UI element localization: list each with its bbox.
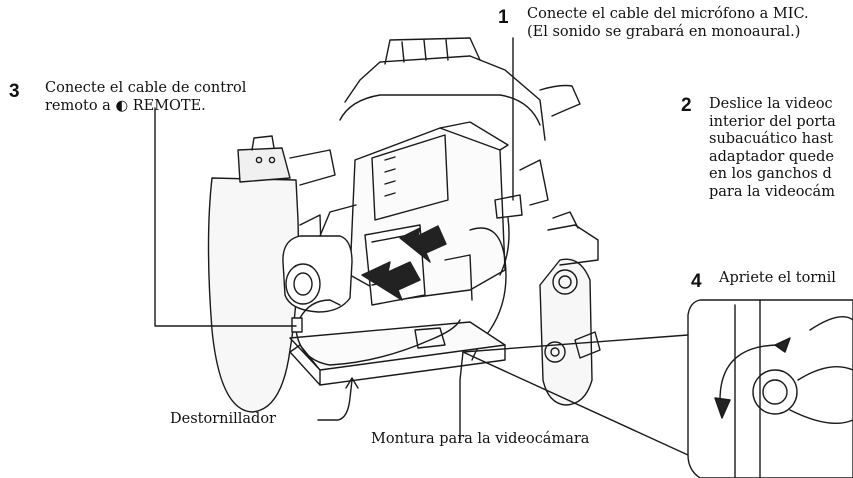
- remote-control-symbol-icon: ◐: [115, 98, 128, 114]
- step-2-number: 2: [681, 96, 692, 116]
- step-2-line-6: para la videocám: [709, 184, 836, 202]
- step-2-line-3: subacuático hast: [709, 131, 836, 149]
- step-3-line-1: Conecte el cable de control: [45, 80, 246, 98]
- step-1-line-2: (El sonido se grabará en monoaural.): [527, 24, 809, 42]
- step-3-text: Conecte el cable de control remoto a ◐ R…: [45, 80, 246, 115]
- step-4-number: 4: [691, 272, 702, 292]
- screw-detail-inset: [688, 300, 853, 478]
- step-2-line-4: adaptador quede: [709, 149, 836, 167]
- step-2-text: Deslice la videoc interior del porta sub…: [709, 96, 836, 201]
- step-1-number: 1: [498, 8, 509, 28]
- screwdriver-label: Destornillador: [170, 410, 276, 428]
- right-grip: [540, 259, 592, 405]
- step-2-line-5: en los ganchos d: [709, 166, 836, 184]
- step-2-line-1: Deslice la videoc: [709, 96, 836, 114]
- step-4-text: Apriete el tornil: [719, 270, 836, 288]
- step-1-text: Conecte el cable del micrófono a MIC. (E…: [527, 6, 809, 41]
- step-3-number: 3: [9, 82, 20, 102]
- step-3-line-2: remoto a ◐ REMOTE.: [45, 98, 246, 116]
- step-1-line-1: Conecte el cable del micrófono a MIC.: [527, 6, 809, 24]
- step-2-line-2: interior del porta: [709, 114, 836, 132]
- camcorder-mount-label: Montura para la videocámara: [371, 430, 589, 448]
